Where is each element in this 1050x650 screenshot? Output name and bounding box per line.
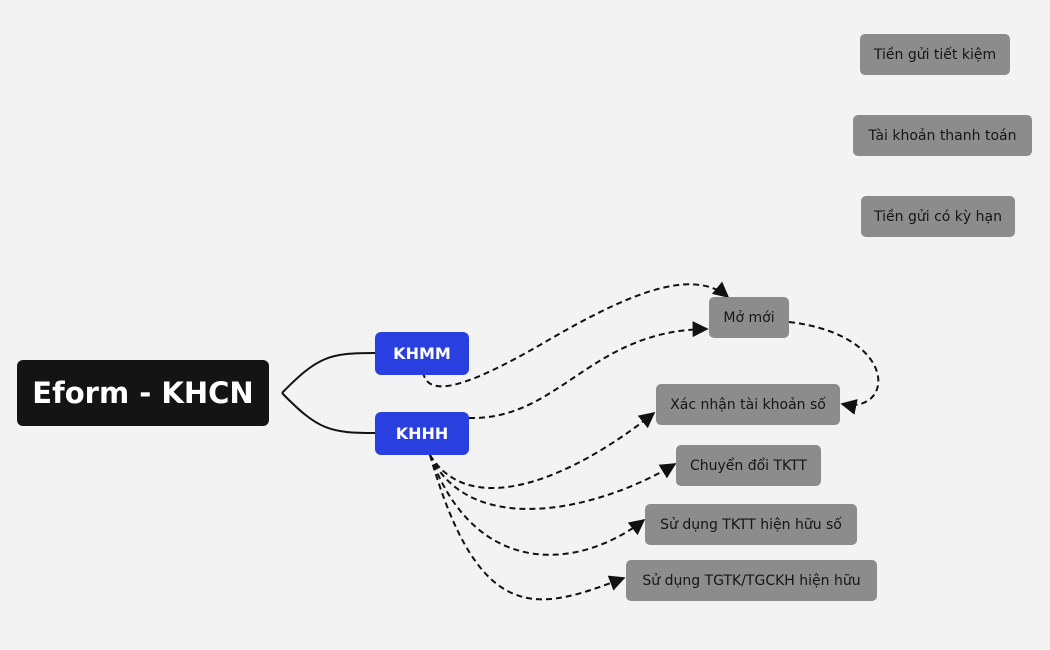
edge-khhh-su-dung-tgtk (429, 454, 626, 601)
leaf-label: Mở mới (723, 309, 775, 326)
root-node[interactable]: Eform - KHCN (17, 360, 269, 426)
edge-root-khmm (281, 352, 376, 394)
branch-node-khmm[interactable]: KHMM (375, 332, 469, 375)
leaf-node-tien-gui-tiet-kiem[interactable]: Tiền gửi tiết kiệm (860, 34, 1010, 75)
branch-label: KHMM (393, 344, 451, 363)
leaf-label: Chuyển đổi TKTT (689, 457, 808, 474)
leaf-label: Sử dụng TGTK/TGCKH hiện hữu (642, 572, 861, 589)
edge-root-khhh (281, 392, 376, 434)
edge-khhh-mo-moi (468, 321, 709, 420)
leaf-label: Xác nhận tài khoản số (670, 396, 826, 413)
leaf-node-mo-moi[interactable]: Mở mới (709, 297, 789, 338)
leaf-label: Tiền gửi tiết kiệm (873, 46, 997, 63)
leaf-node-xac-nhan-tai-khoan-so[interactable]: Xác nhận tài khoản số (656, 384, 840, 425)
leaf-label: Tài khoản thanh toán (868, 127, 1017, 144)
leaf-node-chuyen-doi-tktt[interactable]: Chuyển đổi TKTT (676, 445, 821, 486)
branch-node-khhh[interactable]: KHHH (375, 412, 469, 455)
edge-khhh-xac-nhan (429, 412, 656, 489)
branch-label: KHHH (395, 424, 449, 443)
leaf-label: Tiền gửi có kỳ hạn (874, 208, 1002, 225)
leaf-node-tai-khoan-thanh-toan[interactable]: Tài khoản thanh toán (853, 115, 1032, 156)
edge-khmm-mo-moi (422, 281, 730, 388)
leaf-node-su-dung-tgtk-tgckh-hien-huu[interactable]: Sử dụng TGTK/TGCKH hiện hữu (626, 560, 877, 601)
edge-khhh-chuyen-doi (429, 454, 677, 510)
root-label: Eform - KHCN (32, 376, 254, 410)
leaf-label: Sử dụng TKTT hiện hữu số (660, 516, 842, 533)
leaf-node-su-dung-tktt-hien-huu-so[interactable]: Sử dụng TKTT hiện hữu số (645, 504, 857, 545)
leaf-node-tien-gui-co-ky-han[interactable]: Tiền gửi có kỳ hạn (861, 196, 1015, 237)
